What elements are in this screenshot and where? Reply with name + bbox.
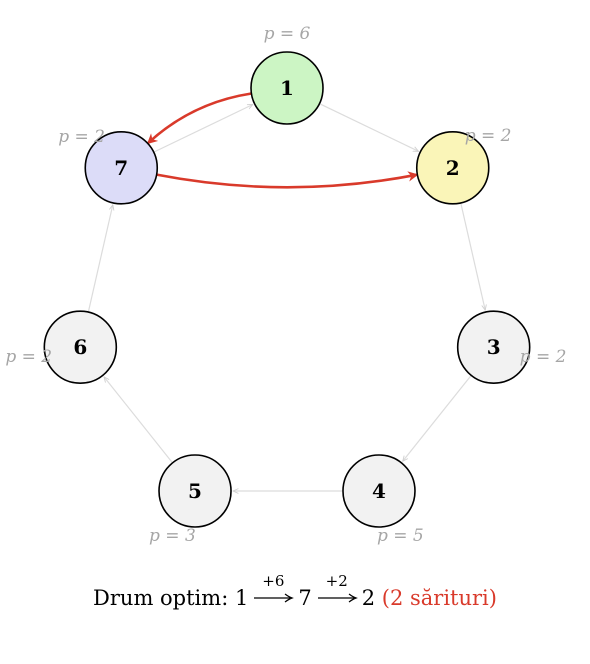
nodes: 1 2 3 4 5 6 7 xyxy=(43,51,531,528)
node-1: 1 xyxy=(250,51,324,125)
node-label: 6 xyxy=(73,335,87,359)
node-7: 7 xyxy=(84,131,159,205)
ring-edges xyxy=(87,103,486,491)
caption-mid-node: 7 xyxy=(298,586,312,610)
ring-edge-7-1 xyxy=(154,103,253,153)
jump-edge-1-7 xyxy=(146,92,252,145)
ring-edge-1-2 xyxy=(320,103,418,152)
jump-count-summary: (2 sărituri) xyxy=(381,586,497,610)
node-3: 3 xyxy=(456,310,531,384)
node-circle xyxy=(342,454,416,528)
node-circle xyxy=(84,131,159,205)
jump-arrow-1: +6 xyxy=(252,572,295,608)
weight-label-7: p = 2 xyxy=(58,127,105,147)
weight-label-1: p = 6 xyxy=(264,24,311,44)
node-circle xyxy=(415,131,490,205)
caption-end-node: 2 xyxy=(361,586,376,610)
optimal-path-caption: Drum optim: 1 +6 7 +2 2 (2 sărituri) xyxy=(0,572,590,610)
caption-prefix: Drum optim: 1 xyxy=(93,586,249,610)
ring-edge-6-7 xyxy=(87,205,113,312)
ring-edge-5-6 xyxy=(104,377,173,463)
node-circle xyxy=(158,454,232,528)
node-2: 2 xyxy=(415,131,490,205)
node-label: 4 xyxy=(372,479,386,503)
long-right-arrow-icon xyxy=(317,593,358,603)
ring-edge-2-3 xyxy=(460,203,485,310)
jump-edge-7-2 xyxy=(156,171,419,189)
node-label: 2 xyxy=(446,156,460,180)
node-4: 4 xyxy=(342,454,416,528)
node-label: 5 xyxy=(188,479,202,503)
weight-label-4: p = 5 xyxy=(377,526,424,546)
weight-label-6: p = 2 xyxy=(5,347,52,367)
weight-label-5: p = 3 xyxy=(149,526,196,546)
jump-edges xyxy=(146,92,419,189)
weight-labels: p = 6 p = 2 p = 2 p = 5 p = 3 p = 2 p = 2 xyxy=(5,24,566,546)
jump-arrow-2: +2 xyxy=(316,572,358,608)
jump-arrow-2-label: +2 xyxy=(325,572,348,590)
weight-label-2: p = 2 xyxy=(465,126,512,146)
node-circle xyxy=(250,51,324,125)
weight-label-3: p = 2 xyxy=(520,347,567,367)
jump-arrow-1-label: +6 xyxy=(262,572,285,590)
node-label: 7 xyxy=(114,156,128,180)
node-label: 1 xyxy=(280,76,294,100)
ring-edge-3-4 xyxy=(403,375,472,461)
long-right-arrow-icon xyxy=(254,593,295,603)
node-circle xyxy=(43,310,118,384)
node-label: 3 xyxy=(487,335,501,359)
node-circle xyxy=(456,310,531,384)
node-5: 5 xyxy=(158,454,232,528)
node-6: 6 xyxy=(43,310,118,384)
